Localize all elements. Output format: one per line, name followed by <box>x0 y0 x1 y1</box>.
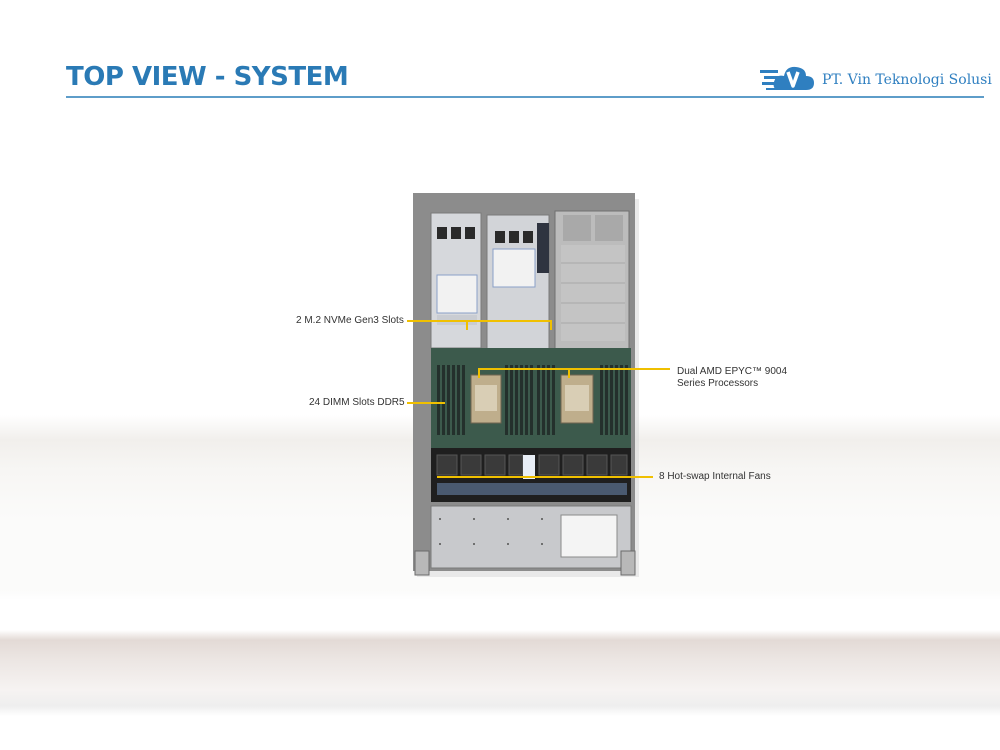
cpu-callout-tick-left <box>478 368 480 378</box>
m2-slots-label: 2 M.2 NVMe Gen3 Slots <box>296 315 404 326</box>
cloud-v-logo-icon <box>760 66 814 90</box>
slide-title: TOP VIEW - SYSTEM <box>66 62 349 92</box>
m2-callout-tick-right <box>550 320 552 330</box>
company-logo: PT. Vin Teknologi Solusi <box>760 58 992 98</box>
title-underline <box>66 96 984 98</box>
fans-label: 8 Hot-swap Internal Fans <box>659 471 771 482</box>
cpu-label-line1: Dual AMD EPYC™ 9004 <box>677 366 788 377</box>
cpu-callout-tick-right <box>568 368 570 378</box>
cpu-callout-line <box>478 368 670 370</box>
company-name: PT. Vin Teknologi Solusi <box>822 72 992 88</box>
fans-callout-line <box>437 476 653 478</box>
dimm-slots-label: 24 DIMM Slots DDR5 <box>309 397 405 408</box>
m2-callout-tick-left <box>466 320 468 330</box>
server-top-view-image <box>413 193 639 577</box>
dimm-callout-line <box>407 402 445 404</box>
cpu-label-line2: Series Processors <box>677 378 759 389</box>
m2-callout-line <box>407 320 552 322</box>
